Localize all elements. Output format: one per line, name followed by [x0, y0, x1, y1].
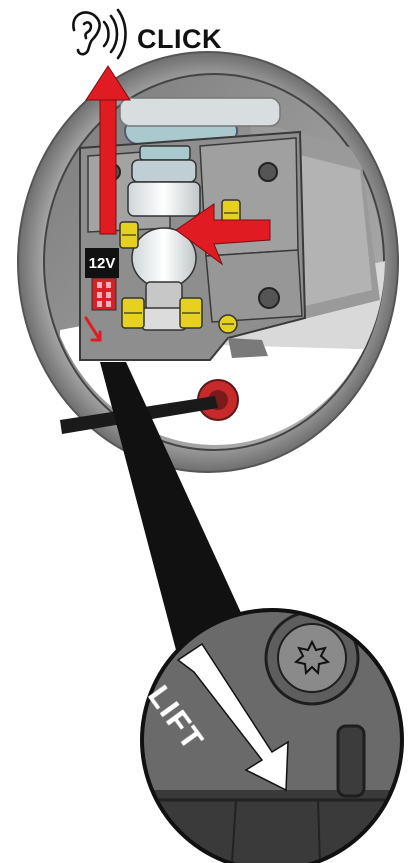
ear-icon: [73, 10, 125, 58]
dip-switch: [92, 278, 116, 310]
voltage-label: 12V: [85, 248, 119, 278]
click-label: CLICK: [137, 24, 222, 55]
